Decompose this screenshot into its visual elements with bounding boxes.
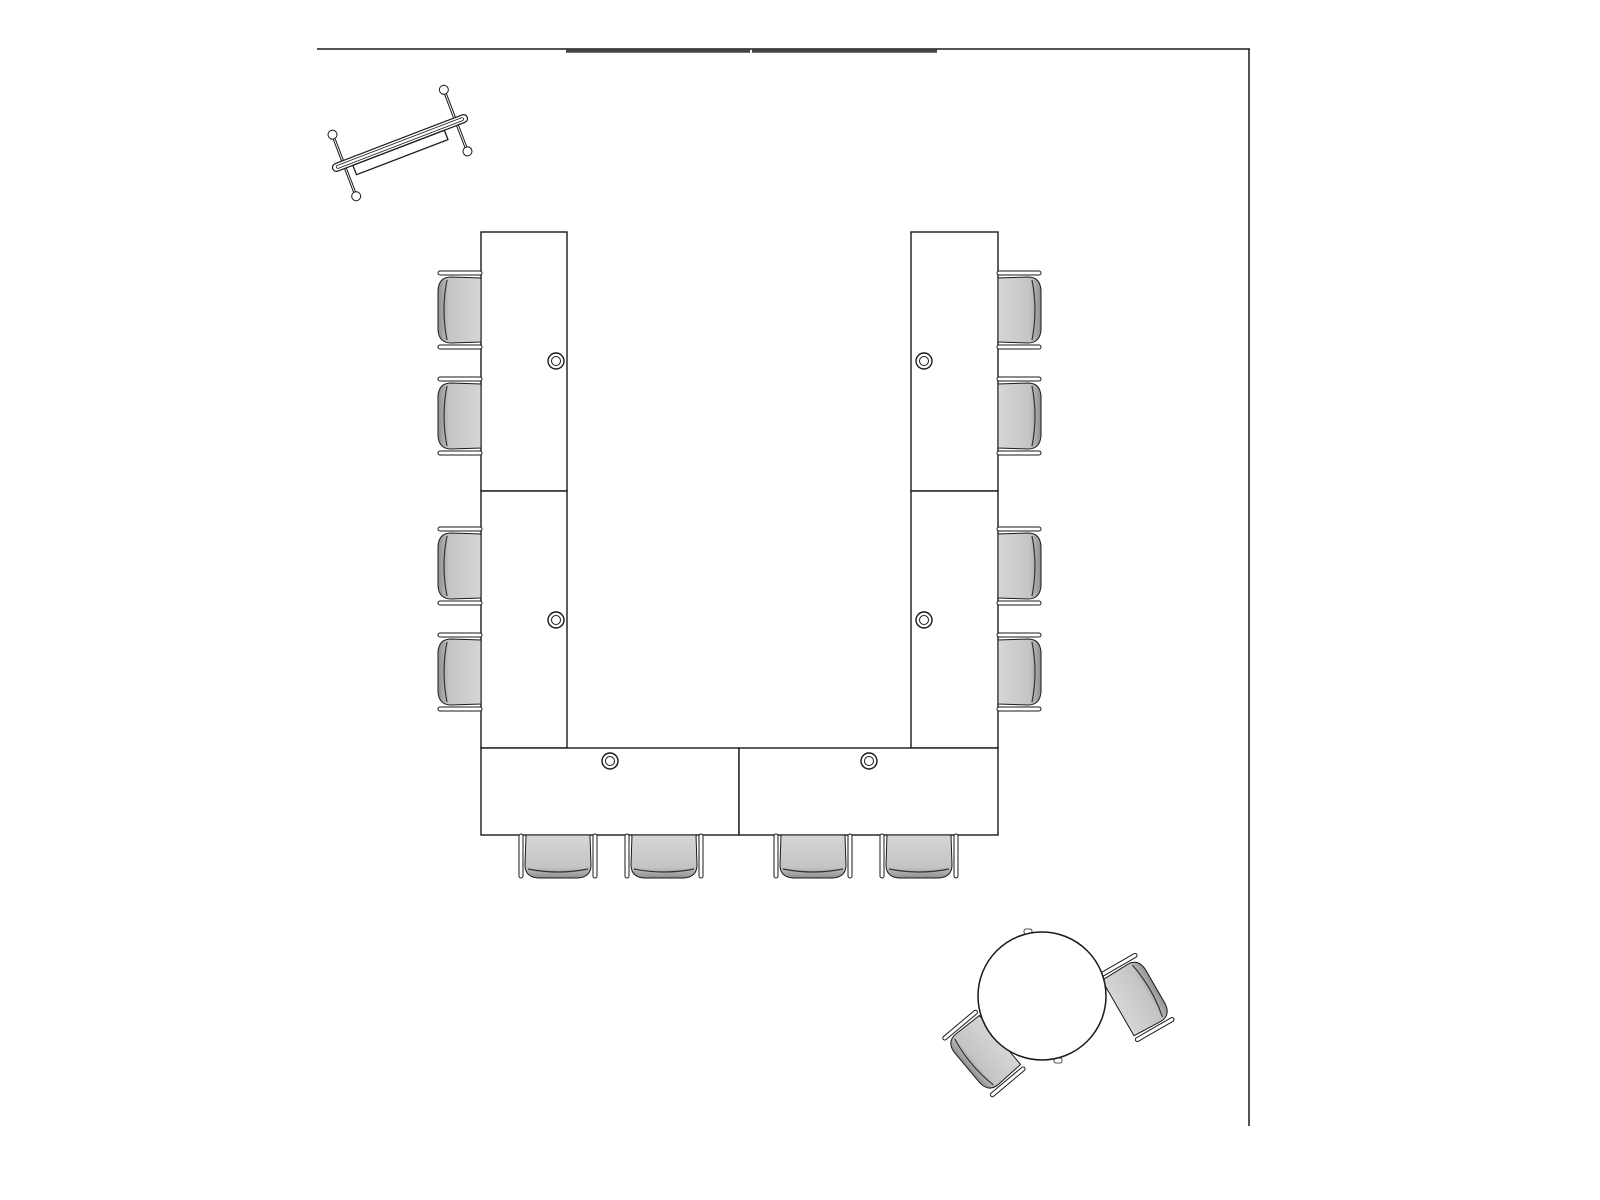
mobile-whiteboard-icon [327, 84, 473, 202]
chair-icon [773, 833, 853, 879]
u-shaped-table [480, 231, 999, 836]
cable-grommet-icon [860, 752, 878, 770]
round-table-group [941, 928, 1176, 1099]
grommets [547, 352, 933, 770]
chair-icon [1097, 952, 1176, 1043]
chairs-left [437, 270, 483, 712]
chair-icon [996, 632, 1042, 712]
round-table [977, 931, 1107, 1061]
chair-icon [996, 270, 1042, 350]
cable-grommet-icon [601, 752, 619, 770]
cable-grommet-icon [915, 352, 933, 370]
chair-icon [996, 526, 1042, 606]
chair-icon [879, 833, 959, 879]
chairs-bottom [518, 833, 959, 879]
chair-icon [996, 376, 1042, 456]
cable-grommet-icon [547, 352, 565, 370]
chair-icon [437, 632, 483, 712]
chairs-right [996, 270, 1042, 712]
cable-grommet-icon [915, 611, 933, 629]
chair-icon [437, 526, 483, 606]
chair-icon [437, 376, 483, 456]
walls [317, 48, 1250, 1126]
chair-icon [518, 833, 598, 879]
chair-icon [624, 833, 704, 879]
cable-grommet-icon [547, 611, 565, 629]
chair-icon [437, 270, 483, 350]
